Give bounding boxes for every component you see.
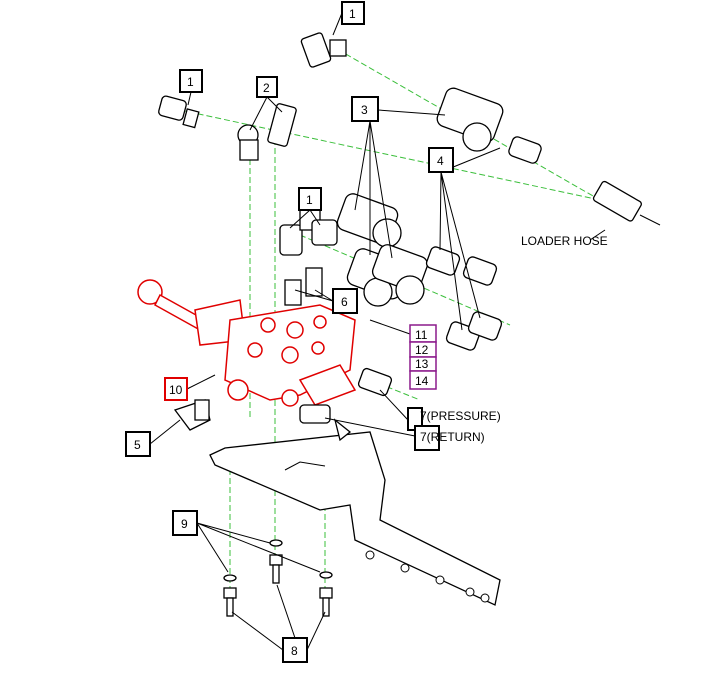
callout-12[interactable]: 12 xyxy=(409,341,437,358)
callout-1-middle-label: 1 xyxy=(306,193,313,207)
callout-7-return-label: 7(RETURN) xyxy=(420,430,485,444)
control-valve xyxy=(137,279,357,407)
callout-9-label: 9 xyxy=(181,517,188,531)
callout-2[interactable]: 2 xyxy=(256,76,278,98)
callout-14[interactable]: 14 xyxy=(409,370,437,390)
callout-7-return[interactable]: 7(RETURN) xyxy=(414,425,485,451)
callout-4[interactable]: 4 xyxy=(428,147,454,173)
fittings xyxy=(158,32,393,442)
bracket-slot xyxy=(284,461,326,471)
callout-6-label: 6 xyxy=(341,295,348,309)
callout-10[interactable]: 10 xyxy=(164,377,188,401)
callout-2-label: 2 xyxy=(263,81,270,95)
callout-11-label: 11 xyxy=(415,328,428,342)
callout-1-left[interactable]: 1 xyxy=(179,69,203,93)
callout-11[interactable]: 11 xyxy=(409,324,437,343)
leader-lines xyxy=(149,12,606,651)
callout-1-left-label: 1 xyxy=(187,75,194,89)
callout-1-top[interactable]: 1 xyxy=(341,1,365,25)
callout-14-label: 14 xyxy=(415,374,429,388)
callout-9[interactable]: 9 xyxy=(172,510,198,536)
callout-5-label: 5 xyxy=(134,438,141,452)
bolts-and-washers xyxy=(223,539,333,617)
callout-1-middle[interactable]: 1 xyxy=(298,187,322,211)
callout-13[interactable]: 13 xyxy=(409,356,437,372)
quick-couplers xyxy=(336,87,542,351)
bracket-holes xyxy=(365,550,490,603)
callout-8[interactable]: 8 xyxy=(282,637,308,663)
callout-1-top-label: 1 xyxy=(349,7,356,21)
callout-7-pressure-label: 7(PRESSURE) xyxy=(420,409,501,423)
callout-8-label: 8 xyxy=(291,644,298,658)
callout-12-label: 12 xyxy=(415,343,429,357)
callout-5[interactable]: 5 xyxy=(125,431,151,457)
mounting-bracket xyxy=(209,431,501,606)
callout-3-label: 3 xyxy=(361,103,368,117)
callout-13-label: 13 xyxy=(415,357,429,371)
callout-10-label: 10 xyxy=(169,383,183,397)
callout-6[interactable]: 6 xyxy=(332,288,358,314)
loader-hose-label: LOADER HOSE xyxy=(521,234,608,248)
loader-hose xyxy=(592,180,661,226)
callout-4-label: 4 xyxy=(437,154,444,168)
callout-3[interactable]: 3 xyxy=(351,96,379,122)
